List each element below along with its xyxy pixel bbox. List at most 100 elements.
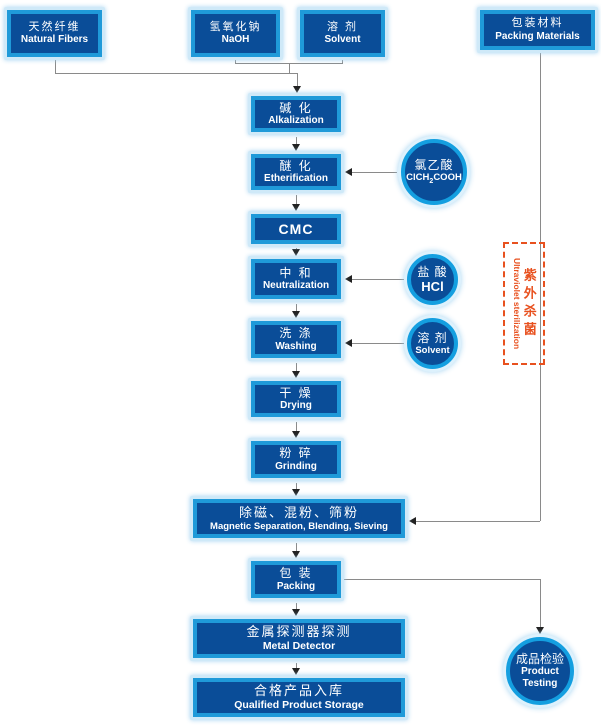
magnetic-separation-en-label: Magnetic Separation, Blending, Sieving (210, 520, 388, 532)
node-solvent-top: 溶 剂 Solvent (297, 7, 388, 60)
node-natural-fibers: 天然纤维 Natural Fibers (4, 7, 105, 60)
arrowhead-dry-grind (292, 431, 300, 438)
node-alkalization: 碱 化 Alkalization (248, 93, 344, 135)
packing-materials-zh-label: 包装材料 (511, 17, 564, 30)
node-chloroacetic-acid: 氯乙酸 ClCH2COOH (398, 136, 470, 208)
arrowhead-metal-qualified (292, 668, 300, 675)
grinding-box: 粉 碎 Grinding (251, 441, 341, 478)
connector-naoh-down (235, 60, 236, 64)
arrowhead-clch2cooh-etherification (345, 168, 352, 176)
connector-clch2cooh-etherification (352, 172, 397, 173)
chloroacetic-acid-formula: ClCH2COOH (406, 172, 462, 186)
natural-fibers-box: 天然纤维 Natural Fibers (7, 10, 102, 57)
connector-merge-down (289, 63, 290, 74)
arrowhead-neu-wash (292, 311, 300, 318)
solvent-circle-en-label: Solvent (415, 345, 450, 356)
cmc-label: CMC (278, 221, 314, 237)
node-naoh: 氢氧化钠 NaOH (188, 7, 283, 60)
qualified-product-storage-box: 合格产品入库 Qualified Product Storage (193, 678, 405, 717)
solvent-top-en-label: Solvent (324, 34, 361, 46)
node-drying: 干 燥 Drying (248, 378, 344, 420)
connector-neu-wash (296, 304, 297, 311)
chloroacetic-acid-zh-label: 氯乙酸 (414, 157, 454, 172)
qualified-product-storage-en-label: Qualified Product Storage (234, 699, 364, 711)
node-cmc: CMC (248, 211, 344, 247)
connector-natural-fibers-right (55, 73, 298, 74)
connector-hcl-neutralization (352, 279, 404, 280)
alkalization-en-label: Alkalization (268, 115, 324, 127)
alkalization-box: 碱 化 Alkalization (251, 96, 341, 132)
hcl-zh-label: 盐 酸 (417, 264, 448, 279)
neutralization-en-label: Neutralization (262, 280, 330, 292)
solvent-circle-zh-label: 溶 剂 (417, 330, 448, 345)
connector-into-alkalization (297, 73, 298, 87)
connector-solvent-down (342, 60, 343, 64)
node-hcl: 盐 酸 HCl (404, 251, 461, 308)
naoh-en-label: NaOH (221, 34, 250, 46)
connector-natural-fibers-down (55, 60, 56, 74)
uv-sterilization-en-label: Ultraviolet sterilization (511, 257, 522, 350)
node-etherification: 醚 化 Etherification (248, 151, 344, 193)
metal-detector-zh-label: 金属探测器探测 (246, 624, 352, 640)
arrowhead-grind-magnetic (292, 489, 300, 496)
etherification-box: 醚 化 Etherification (251, 154, 341, 190)
magnetic-separation-zh-label: 除磁、混粉、筛粉 (238, 505, 359, 520)
node-neutralization: 中 和 Neutralization (248, 256, 344, 302)
node-washing: 洗 涤 Washing (248, 318, 344, 361)
alkalization-zh-label: 碱 化 (279, 100, 313, 115)
node-solvent-circle: 溶 剂 Solvent (404, 315, 461, 372)
formula-prefix: ClCH (406, 172, 430, 184)
product-testing-en-label: Product Testing (521, 666, 559, 690)
naoh-zh-label: 氢氧化钠 (209, 20, 262, 33)
connector-packing-right (344, 579, 540, 580)
arrowhead-alk-eth (292, 144, 300, 151)
arrowhead-into-testing (536, 627, 544, 634)
arrowhead-hcl-neutralization (345, 275, 352, 283)
arrowhead-cmc-neu (292, 249, 300, 256)
etherification-zh-label: 醚 化 (279, 158, 313, 173)
product-testing-circle: 成品检验 Product Testing (506, 637, 574, 705)
packing-materials-box: 包装材料 Packing Materials (480, 10, 595, 50)
node-uv-sterilization: Ultraviolet sterilization 紫外杀菌 (503, 242, 545, 365)
connector-magnetic-packing (296, 543, 297, 551)
etherification-en-label: Etherification (264, 173, 328, 185)
formula-suffix: COOH (433, 172, 462, 184)
neutralization-box: 中 和 Neutralization (251, 259, 341, 299)
washing-box: 洗 涤 Washing (251, 321, 341, 358)
natural-fibers-zh-label: 天然纤维 (28, 20, 81, 33)
connector-down-to-testing (540, 579, 541, 627)
connector-grind-magnetic (296, 483, 297, 489)
product-testing-zh-label: 成品检验 (515, 651, 564, 666)
connector-wash-dry (296, 363, 297, 371)
node-product-testing: 成品检验 Product Testing (503, 634, 577, 708)
connector-solvent-washing (352, 343, 404, 344)
hcl-circle: 盐 酸 HCl (407, 254, 458, 305)
connector-eth-cmc (296, 195, 297, 204)
qualified-product-storage-zh-label: 合格产品入库 (253, 683, 344, 699)
drying-box: 干 燥 Drying (251, 381, 341, 417)
arrowhead-eth-cmc (292, 204, 300, 211)
connector-metal-qualified (296, 663, 297, 668)
node-metal-detector: 金属探测器探测 Metal Detector (190, 616, 408, 661)
cmc-box: CMC (251, 214, 341, 244)
packing-en-label: Packing (276, 580, 316, 592)
grinding-zh-label: 粉 碎 (279, 446, 313, 461)
node-qualified-product-storage: 合格产品入库 Qualified Product Storage (190, 675, 408, 720)
node-packing: 包 装 Packing (248, 558, 344, 601)
hcl-en-label: HCl (421, 278, 444, 294)
metal-detector-box: 金属探测器探测 Metal Detector (193, 619, 405, 658)
magnetic-separation-box: 除磁、混粉、筛粉 Magnetic Separation, Blending, … (193, 499, 405, 538)
arrowhead-into-alkalization (293, 86, 301, 93)
metal-detector-en-label: Metal Detector (262, 640, 336, 652)
arrowhead-magnetic-packing (292, 551, 300, 558)
packing-materials-en-label: Packing Materials (495, 30, 580, 42)
drying-en-label: Drying (280, 400, 312, 412)
node-packing-materials: 包装材料 Packing Materials (477, 7, 598, 53)
node-magnetic-separation: 除磁、混粉、筛粉 Magnetic Separation, Blending, … (190, 496, 408, 541)
node-grinding: 粉 碎 Grinding (248, 438, 344, 481)
solvent-top-zh-label: 溶 剂 (326, 20, 359, 33)
formula-subscript: 2 (429, 177, 434, 185)
connector-into-magnetic (416, 521, 540, 522)
solvent-top-box: 溶 剂 Solvent (300, 10, 385, 57)
